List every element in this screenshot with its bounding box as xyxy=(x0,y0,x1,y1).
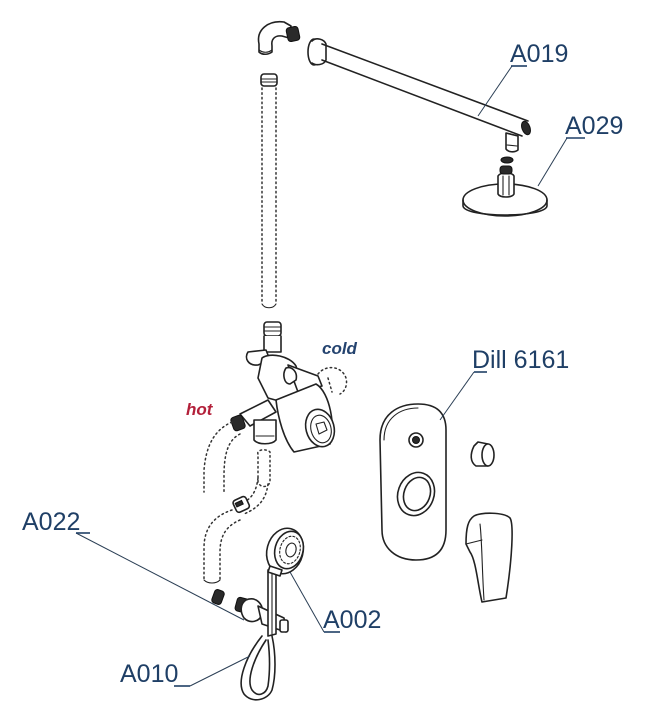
hand-shower-a002 xyxy=(265,527,305,637)
shower-head-a029 xyxy=(462,156,548,217)
diverter-knob xyxy=(470,441,495,467)
top-elbow-fitting xyxy=(257,20,301,56)
lever-handle xyxy=(465,512,513,603)
leader-a019 xyxy=(477,65,513,117)
outlet-pipe xyxy=(203,449,271,605)
label-a022: A022 xyxy=(22,508,80,536)
shower-hose-a010 xyxy=(240,635,276,701)
wall-outlet-a022 xyxy=(234,596,289,633)
wall-plate-dill-6161 xyxy=(379,403,447,561)
label-a010: A010 xyxy=(120,660,178,688)
concealed-mixer-body xyxy=(230,321,348,453)
leader-a029 xyxy=(537,137,568,187)
leader-a002 xyxy=(289,571,325,633)
label-dill-6161: Dill 6161 xyxy=(472,346,569,374)
label-a019: A019 xyxy=(510,40,568,68)
leader-a010 xyxy=(189,655,251,687)
leader-a022 xyxy=(75,532,245,621)
label-hot: hot xyxy=(186,400,214,419)
shower-arm-a019 xyxy=(307,38,531,153)
hot-supply-pipe xyxy=(203,421,241,495)
label-cold: cold xyxy=(322,339,358,358)
riser-pipe xyxy=(260,73,278,309)
label-a029: A029 xyxy=(565,112,623,140)
leader-dill xyxy=(439,371,475,421)
label-a002: A002 xyxy=(323,606,381,634)
